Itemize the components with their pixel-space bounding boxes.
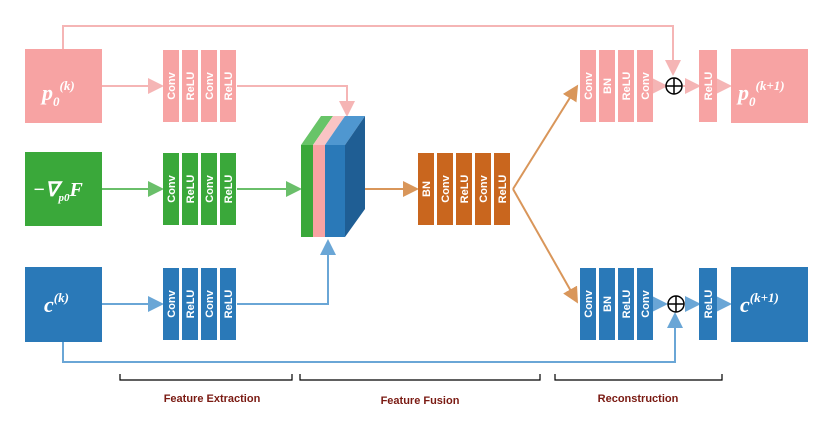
layer-conv	[163, 268, 179, 340]
layer-label: Conv	[583, 289, 595, 317]
layer-conv	[163, 50, 179, 122]
layer-label: BN	[421, 181, 433, 197]
layer-label: Conv	[166, 174, 178, 202]
svg-text:ReLU: ReLU	[703, 72, 715, 101]
layer-label: ReLU	[497, 175, 509, 204]
layer-label: ReLU	[459, 175, 471, 204]
layer-label: ReLU	[223, 290, 235, 319]
connections	[62, 25, 732, 363]
input-gradient: −∇p0F	[25, 152, 102, 226]
layer-label: ReLU	[621, 72, 633, 101]
svg-text:c(k+1): c(k+1)	[740, 290, 779, 317]
layer-label: Conv	[204, 174, 216, 202]
layer-conv	[201, 153, 217, 225]
layer-relu	[456, 153, 472, 225]
layer-label: Conv	[166, 289, 178, 317]
layer-relu	[182, 268, 198, 340]
reconstruction-block-c: Conv BN ReLU Conv	[580, 268, 653, 340]
layer-bn	[418, 153, 434, 225]
svg-text:c(k): c(k)	[44, 290, 69, 317]
layer-label: ReLU	[223, 72, 235, 101]
layer-relu	[182, 50, 198, 122]
layer-label: ReLU	[185, 290, 197, 319]
layer-bn	[599, 50, 615, 122]
section-label-extraction: Feature Extraction	[164, 393, 261, 405]
layer-relu	[220, 50, 236, 122]
layer-relu	[494, 153, 510, 225]
layer-bn	[599, 268, 615, 340]
svg-text:−∇p0F: −∇p0F	[33, 179, 84, 204]
layer-conv	[437, 153, 453, 225]
svg-text:ReLU: ReLU	[703, 290, 715, 319]
extraction-block-gradient: Conv ReLU Conv ReLU	[163, 153, 236, 225]
layer-relu	[220, 153, 236, 225]
section-brackets	[119, 374, 723, 381]
layer-conv	[201, 50, 217, 122]
layer-label: Conv	[440, 174, 452, 202]
layer-label: BN	[602, 296, 614, 312]
output-c: c(k+1)	[731, 267, 808, 342]
layer-relu	[618, 50, 634, 122]
skip-connection-c	[62, 312, 683, 363]
layer-label: Conv	[640, 289, 652, 317]
output-p: p0(k+1)	[731, 49, 808, 123]
layer-label: ReLU	[185, 72, 197, 101]
layer-relu	[618, 268, 634, 340]
layer-conv	[637, 50, 653, 122]
svg-text:p0(k): p0(k)	[40, 78, 75, 109]
layer-label: Conv	[478, 174, 490, 202]
layer-relu	[182, 153, 198, 225]
layer-label: Conv	[204, 71, 216, 99]
layer-conv	[475, 153, 491, 225]
input-c: c(k)	[25, 267, 102, 342]
arrow-extract-c-to-fusion	[237, 239, 336, 305]
layer-relu	[220, 268, 236, 340]
concat-feature-cube	[301, 116, 365, 237]
fusion-block: BN Conv ReLU Conv ReLU	[418, 153, 510, 225]
layer-label: Conv	[166, 71, 178, 99]
layer-label: Conv	[640, 71, 652, 99]
add-node-c	[667, 295, 685, 313]
arrow-fusion-to-recon-p	[512, 84, 579, 190]
arrow-extract-p-to-fusion	[237, 85, 355, 117]
input-p: p0(k)	[25, 49, 102, 123]
layer-label: Conv	[204, 289, 216, 317]
add-node-p	[665, 77, 683, 95]
relu-c: ReLU	[699, 268, 717, 340]
extraction-block-p: Conv ReLU Conv ReLU	[163, 50, 236, 122]
section-label-fusion: Feature Fusion	[381, 395, 460, 407]
layer-conv	[637, 268, 653, 340]
layer-label: ReLU	[621, 290, 633, 319]
layer-conv	[163, 153, 179, 225]
layer-label: ReLU	[185, 175, 197, 204]
arrow-fusion-to-recon-c	[512, 188, 578, 304]
section-label-reconstruction: Reconstruction	[598, 393, 679, 405]
layer-label: BN	[602, 78, 614, 94]
reconstruction-block-p: Conv BN ReLU Conv	[580, 50, 653, 122]
skip-connection-p	[62, 25, 681, 76]
layer-conv	[580, 50, 596, 122]
svg-text:p0(k+1): p0(k+1)	[736, 78, 785, 109]
layer-conv	[580, 268, 596, 340]
relu-p: ReLU	[699, 50, 717, 122]
layer-label: ReLU	[223, 175, 235, 204]
extraction-block-c: Conv ReLU Conv ReLU	[163, 268, 236, 340]
layer-conv	[201, 268, 217, 340]
layer-label: Conv	[583, 71, 595, 99]
